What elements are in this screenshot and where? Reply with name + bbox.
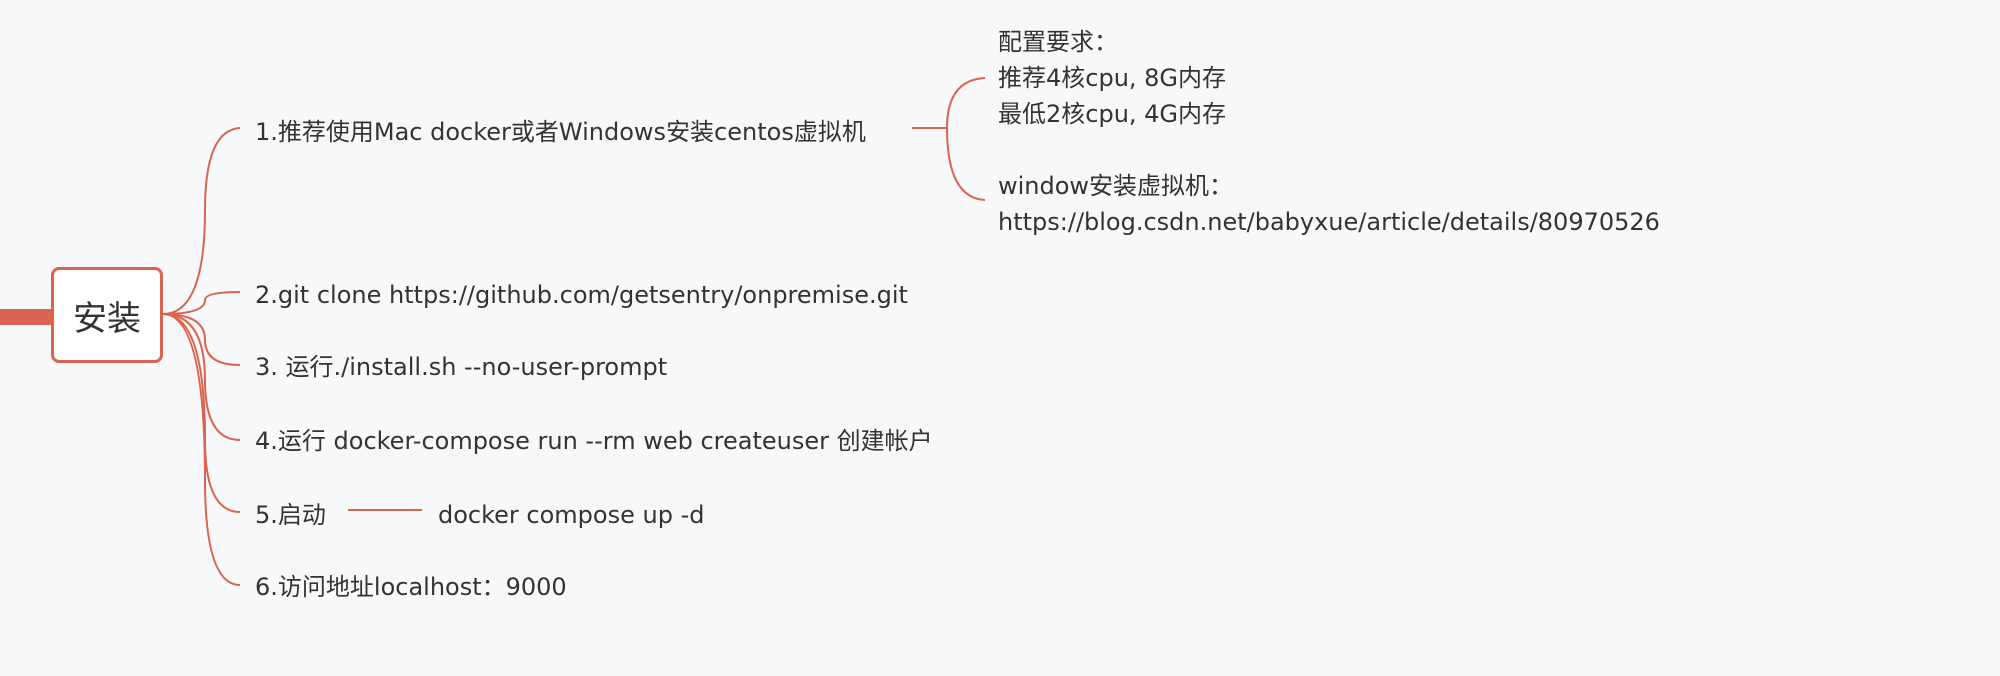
branch-node-1[interactable]: 1.推荐使用Mac docker或者Windows安装centos虚拟机 — [255, 118, 866, 146]
note-line — [998, 132, 1660, 168]
root-node[interactable]: 安装 — [51, 267, 163, 363]
branch-node-4[interactable]: 4.运行 docker-compose run --rm web createu… — [255, 427, 933, 455]
branch-node-6[interactable]: 6.访问地址localhost：9000 — [255, 573, 567, 601]
connector-branch-1 — [162, 127, 241, 315]
note-line: 推荐4核cpu, 8G内存 — [998, 64, 1227, 92]
branch-node-3[interactable]: 3. 运行./install.sh --no-user-prompt — [255, 353, 668, 381]
connector-branch-3 — [162, 313, 241, 366]
note-line: window安装虚拟机： — [998, 172, 1234, 200]
branch-node-5[interactable]: 5.启动 — [255, 501, 326, 529]
root-connector-stub — [0, 309, 52, 325]
note-line: 最低2核cpu, 4G内存 — [998, 100, 1227, 128]
requirements-note[interactable]: 配置要求： 推荐4核cpu, 8G内存 最低2核cpu, 4G内存 window… — [998, 24, 1660, 240]
connector-note-bottom — [912, 127, 986, 201]
note-line: 配置要求： — [998, 28, 1118, 56]
connector-branch-2 — [162, 291, 241, 315]
connector-note-top — [912, 77, 986, 129]
note-link-line[interactable]: https://blog.csdn.net/babyxue/article/de… — [998, 208, 1660, 236]
connector-branch-6 — [162, 313, 241, 586]
branch-node-2[interactable]: 2.git clone https://github.com/getsentry… — [255, 281, 908, 309]
connector-branch-4 — [162, 313, 241, 441]
branch-node-5-child[interactable]: docker compose up -d — [438, 501, 705, 529]
root-node-label: 安装 — [73, 298, 141, 339]
